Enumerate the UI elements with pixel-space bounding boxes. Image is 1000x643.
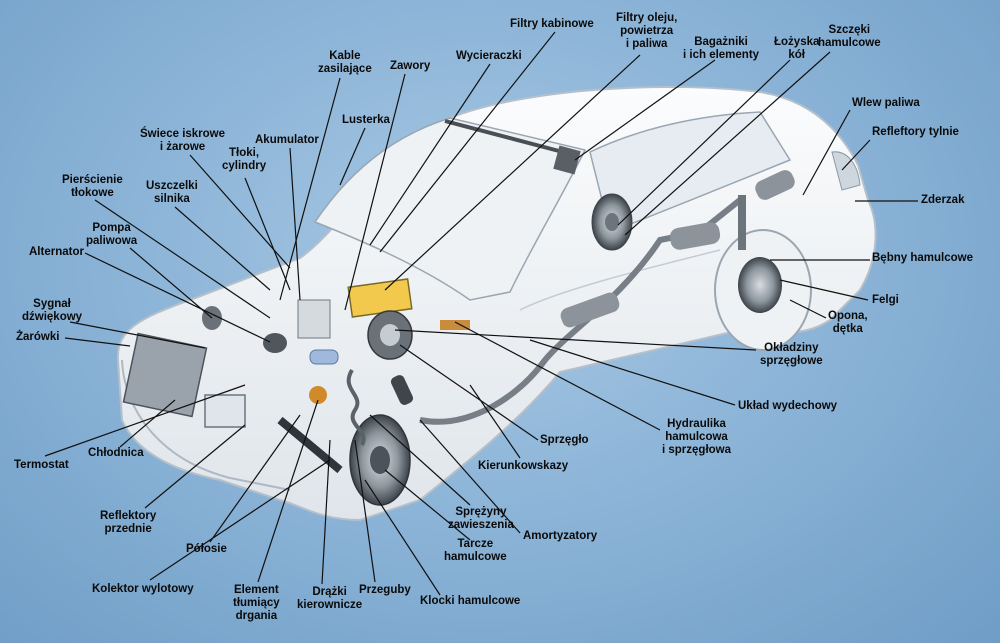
leader-filtry-kabinowe (379, 31, 556, 253)
label-element-tlumiacy: Element tłumiący drgania (233, 584, 280, 622)
label-pierscienie-tlokowe: Pierścienie tłokowe (62, 174, 123, 199)
leader-wlew (802, 109, 851, 196)
label-reflektory-przednie: Reflektory przednie (100, 510, 157, 535)
label-kolektor-wylotowy: Kolektor wylotowy (92, 583, 194, 595)
leader-kolektor (149, 459, 331, 581)
leader-akumulator (289, 147, 301, 301)
leader-opona (789, 299, 827, 319)
label-kierunkowskazy: Kierunkowskazy (478, 460, 569, 472)
label-klocki-hamulcowe: Klocki hamulcowe (420, 595, 521, 607)
leader-felgi (779, 279, 869, 301)
leader-uklad-wydechowy (529, 339, 736, 406)
label-drazki-kierownicze: Drążki kierownicze (297, 586, 363, 611)
leader-pierscienie (94, 199, 271, 319)
leader-chlodnica (119, 399, 176, 448)
label-zarowki: Żarówki (16, 331, 60, 343)
label-tloki-cylindry: Tłoki, cylindry (222, 147, 267, 172)
leader-alternator (84, 252, 271, 343)
leader-sprezyny (369, 414, 471, 506)
leader-amortyzatory (419, 419, 521, 534)
label-okladziny-sprzeglowe: Okładziny sprzęgłowe (760, 342, 823, 367)
leader-tarcze (384, 469, 471, 541)
leader-tloki (244, 177, 291, 291)
leader-sygnal (69, 321, 206, 349)
leader-filtry-oleju (384, 54, 641, 291)
label-sprezyny-zawieszenia: Sprężyny zawieszenia (448, 506, 514, 531)
label-polosie: Półosie (186, 543, 227, 555)
exhaust-pipe (419, 197, 742, 425)
label-amortyzatory: Amortyzatory (523, 530, 598, 542)
leader-lines (44, 31, 918, 596)
leader-lusterka (339, 127, 366, 186)
leader-zarowki (64, 337, 131, 347)
label-zawory: Zawory (390, 60, 431, 72)
label-wycieraczki: Wycieraczki (456, 50, 522, 62)
label-opona-detka: Opona, dętka (828, 310, 868, 335)
label-sygnal-dzwiekowy: Sygnał dźwiękowy (22, 298, 83, 323)
leader-lozyska (617, 59, 791, 226)
label-termostat: Termostat (14, 459, 69, 471)
leader-sprzeglo (399, 344, 539, 441)
label-akumulator: Akumulator (255, 134, 319, 146)
leader-zawory (344, 73, 406, 311)
leader-wycieraczki (369, 63, 491, 246)
leader-polosie (209, 414, 301, 543)
label-pompa-paliwowa: Pompa paliwowa (86, 222, 138, 247)
leader-przeguby (354, 439, 376, 583)
leader-kierunkowskazy (469, 384, 521, 459)
label-uklad-wydechowy: Układ wydechowy (738, 400, 838, 412)
label-sprzeglo: Sprzęgło (540, 434, 589, 446)
label-zderzak: Zderzak (921, 194, 965, 206)
label-felgi: Felgi (872, 294, 899, 306)
leader-szczeki (624, 51, 831, 236)
leader-reflektory-tylnie (841, 139, 871, 171)
leader-pompa (129, 247, 213, 319)
leader-klocki (364, 479, 441, 596)
rear-drum (591, 193, 633, 251)
leader-termostat (44, 384, 246, 457)
label-wlew-paliwa: Wlew paliwa (852, 97, 920, 109)
leader-kable (279, 77, 341, 301)
label-tarcze-hamulcowe: Tarcze hamulcowe (444, 538, 507, 563)
label-kable-zasilajace: Kable zasilające (318, 50, 372, 75)
engine-parts (122, 278, 470, 474)
label-filtry-oleju: Filtry oleju, powietrza i paliwa (616, 12, 678, 50)
leader-okladziny (394, 329, 757, 351)
label-lusterka: Lusterka (342, 114, 390, 126)
leader-uszczelki (174, 206, 271, 291)
leader-element (257, 399, 319, 583)
label-chlodnica: Chłodnica (88, 447, 144, 459)
leader-drazki (321, 439, 331, 585)
muffler (560, 292, 620, 328)
label-filtry-kabinowe: Filtry kabinowe (510, 18, 594, 30)
label-bebny-hamulcowe: Bębny hamulcowe (872, 252, 973, 264)
label-bagazniki: Bagażniki i ich elementy (683, 36, 760, 61)
label-przeguby: Przeguby (359, 584, 411, 596)
label-uszczelki-silnika: Uszczelki silnika (146, 180, 198, 205)
leader-hydraulika (454, 321, 661, 431)
leader-reflektory-przednie (144, 424, 246, 509)
label-swiece: Świece iskrowe i żarowe (140, 128, 226, 153)
label-alternator: Alternator (29, 246, 84, 258)
label-lozyska-kol: Łożyska kół (774, 36, 820, 61)
label-hydraulika: Hydraulika hamulcowa i sprzęgłowa (662, 418, 732, 456)
rear-wheel (714, 229, 812, 351)
label-reflektory-tylnie: Refleftory tylnie (872, 126, 959, 138)
leader-bagazniki (574, 59, 716, 161)
label-szczeki-hamulcowe: Szczęki hamulcowe (818, 24, 881, 49)
